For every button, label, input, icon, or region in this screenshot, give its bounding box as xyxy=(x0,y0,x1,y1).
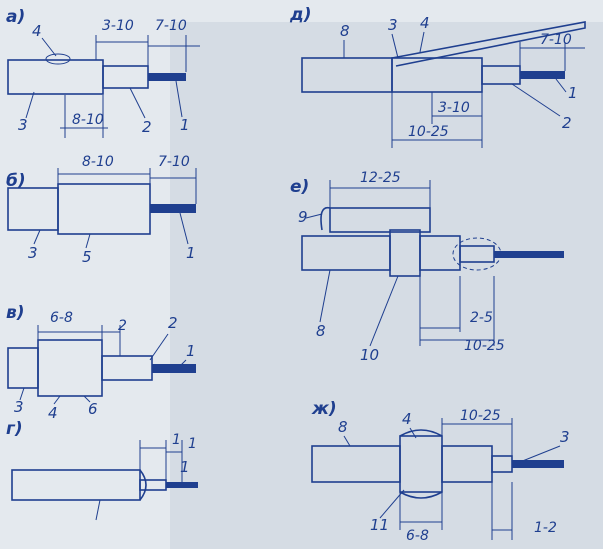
dim-d-2: 3-10 xyxy=(438,100,470,116)
part-d-5: 2 xyxy=(562,114,572,132)
panel-letter-b: б) xyxy=(6,171,26,191)
dim-b-1: 8-10 xyxy=(82,154,114,170)
dim-v-2: 2 xyxy=(118,318,127,334)
panel-e: е) 12-25 2-5 10-25 9 8 10 xyxy=(290,170,564,364)
panel-letter-zh: ж) xyxy=(311,399,337,419)
dim-v-1: 6-8 xyxy=(50,310,73,326)
part-d-1: 8 xyxy=(340,22,350,40)
dim-e-2: 2-5 xyxy=(470,310,493,326)
panel-letter-v: в) xyxy=(6,303,25,323)
part-a-3: 2 xyxy=(142,118,152,136)
part-b-2: 5 xyxy=(82,248,92,266)
dim-a-1: 3-10 xyxy=(102,18,134,34)
dim-d-3: 10-25 xyxy=(408,124,449,140)
part-g-1: 1 xyxy=(180,458,190,476)
part-v-3: 3 xyxy=(14,398,24,416)
dim-g-1: 1 xyxy=(172,432,181,448)
panel-letter-e: е) xyxy=(290,177,309,197)
panel-letter-a: а) xyxy=(6,7,25,27)
part-b-1: 3 xyxy=(28,244,38,262)
dim-b-2: 7-10 xyxy=(158,154,190,170)
part-e-1: 9 xyxy=(298,208,308,226)
panel-b: б) 8-10 7-10 3 5 1 xyxy=(6,154,197,266)
dim-e-1: 12-25 xyxy=(360,170,401,186)
dim-g-2: 1 xyxy=(188,436,197,452)
part-v-1: 2 xyxy=(168,314,178,332)
dim-e-3: 10-25 xyxy=(464,338,505,354)
part-b-3: 1 xyxy=(186,244,196,262)
part-a-1: 4 xyxy=(32,22,42,40)
dim-zh-3: 1-2 xyxy=(534,520,557,536)
part-e-3: 10 xyxy=(360,346,379,364)
panel-letter-d: д) xyxy=(289,5,312,25)
panel-a: а) 3-10 7-10 8-10 4 3 2 1 xyxy=(6,7,200,138)
part-zh-4: 11 xyxy=(370,516,389,534)
panel-zh: ж) 10-25 6-8 1-2 8 4 3 11 xyxy=(311,399,570,544)
part-zh-3: 3 xyxy=(560,428,570,446)
panel-g: г) 1 1 1 xyxy=(6,419,198,521)
part-v-5: 6 xyxy=(88,400,98,418)
part-zh-2: 4 xyxy=(402,410,412,428)
panel-v: в) 6-8 2 2 1 3 4 6 xyxy=(6,303,196,422)
part-a-2: 3 xyxy=(18,116,28,134)
part-d-4: 1 xyxy=(568,84,578,102)
dim-a-3: 8-10 xyxy=(72,112,104,128)
dim-zh-1: 10-25 xyxy=(460,408,501,424)
part-d-3: 4 xyxy=(420,14,430,32)
part-v-2: 1 xyxy=(186,342,196,360)
part-e-2: 8 xyxy=(316,322,326,340)
dim-a-2: 7-10 xyxy=(155,18,187,34)
panel-letter-g: г) xyxy=(6,419,23,439)
part-a-4: 1 xyxy=(180,116,190,134)
dim-zh-2: 6-8 xyxy=(406,528,429,544)
part-v-4: 4 xyxy=(48,404,58,422)
part-d-2: 3 xyxy=(388,16,398,34)
part-zh-1: 8 xyxy=(338,418,348,436)
panel-d: д) 7-10 3-10 10-25 8 3 4 1 2 xyxy=(289,5,586,148)
dim-d-1: 7-10 xyxy=(540,32,572,48)
